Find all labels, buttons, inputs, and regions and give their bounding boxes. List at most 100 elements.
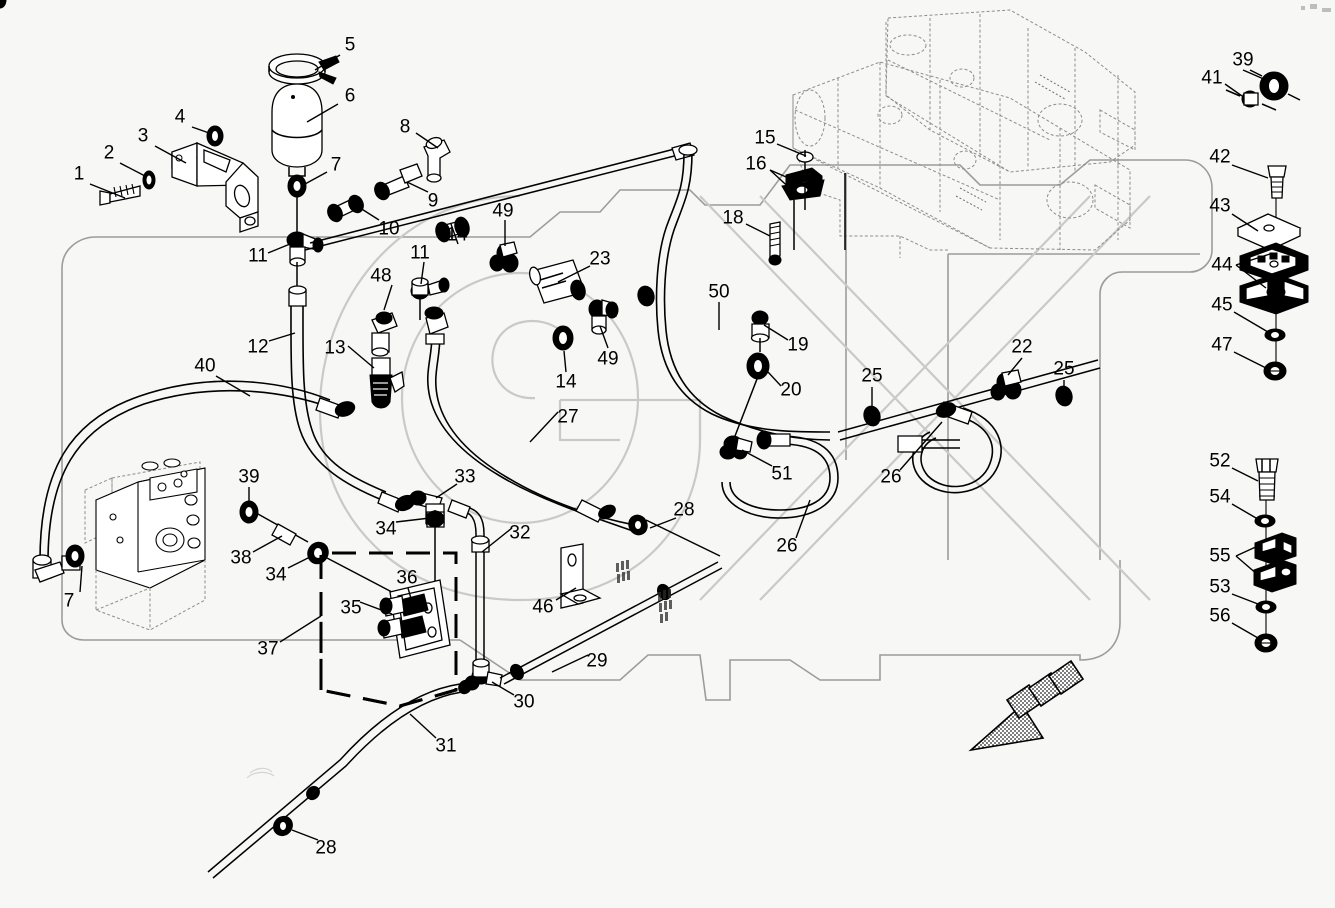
callout-15: 15 [754, 127, 776, 149]
nut-20 [746, 352, 770, 380]
callout-11a: 11 [248, 245, 268, 267]
callout-44: 44 [1211, 254, 1233, 276]
fitting-7a [287, 174, 307, 198]
callout-32: 32 [509, 522, 531, 544]
callout-23: 23 [589, 248, 611, 270]
fitting-7b [65, 544, 85, 568]
fitting-32-mid [470, 535, 490, 553]
callout-12: 12 [247, 336, 269, 358]
callout-16: 16 [745, 153, 767, 175]
callout-26b: 26 [776, 535, 798, 557]
hose-26b [897, 401, 1002, 494]
reservoir-tank-6 [271, 83, 323, 186]
bolt-18 [768, 221, 782, 266]
fitting-29 [510, 663, 524, 681]
fitting-28a [628, 514, 648, 536]
nut-39a [239, 500, 259, 524]
fitting-41 [1225, 89, 1277, 111]
fitting-27-mid [575, 499, 616, 523]
callout-43: 43 [1209, 195, 1231, 217]
bracket-3 [171, 142, 259, 233]
clamp-44-upper [1239, 242, 1309, 283]
connector-13 [369, 357, 405, 409]
washer-54 [1254, 514, 1276, 528]
ghost-text-marks [616, 560, 672, 623]
bracket-46 [559, 543, 602, 609]
cross-fitting-22 [990, 369, 1022, 401]
fitting-28b [273, 815, 293, 837]
bracket-hardware-group [99, 125, 259, 233]
fitting-19 [750, 310, 770, 343]
callout-41: 41 [1201, 67, 1223, 89]
callout-19: 19 [787, 334, 809, 356]
fitting-25b [1055, 385, 1073, 407]
callout-53: 53 [1209, 576, 1231, 598]
callout-20: 20 [780, 379, 802, 401]
valve-block-phantom [84, 458, 206, 631]
fitting-12-top [288, 285, 307, 307]
cross-fitting-49b [588, 299, 619, 335]
callout-18: 18 [722, 207, 744, 229]
lower-hardware-group [207, 490, 723, 879]
callout-38: 38 [230, 547, 252, 569]
cross-fitting-51 [719, 435, 753, 460]
clamp-55-upper [1254, 532, 1297, 565]
callout-37: 37 [257, 638, 279, 660]
valve-23 [528, 259, 586, 304]
cross-fitting-49a [489, 241, 519, 273]
callout-49b: 49 [597, 348, 619, 370]
callout-52: 52 [1209, 450, 1231, 472]
plate-43 [1236, 213, 1302, 251]
callout-51: 51 [771, 463, 793, 485]
fitting-14b [552, 325, 574, 351]
callout-54: 54 [1209, 486, 1231, 508]
elbow-50-top [0, 0, 695, 161]
nut-34b [307, 541, 329, 565]
elbow-8 [423, 136, 451, 183]
travel-direction-arrow [968, 659, 1085, 752]
parts-42-47 [1236, 165, 1309, 381]
callout-39a: 39 [238, 466, 260, 488]
fitting-32-top [447, 499, 471, 519]
bolt-42 [1267, 165, 1287, 199]
parts-39-41 [1225, 69, 1301, 111]
parts-52-56 [1253, 458, 1297, 653]
machine-outline [61, 159, 1213, 701]
hose-26a [721, 430, 839, 519]
fitting-48 [371, 311, 398, 357]
callout-34b: 34 [265, 564, 287, 586]
callout-6: 6 [344, 85, 356, 107]
callout-8: 8 [399, 116, 411, 138]
leader-lines [79, 54, 1271, 841]
hose-50 [655, 144, 831, 441]
callout-7a: 7 [330, 154, 342, 176]
hose-clamp-5 [268, 53, 340, 85]
callout-28a: 28 [673, 499, 695, 521]
callout-22: 22 [1011, 336, 1033, 358]
corner-marks [1301, 4, 1331, 12]
clamp-44-lower [1239, 273, 1309, 315]
pump-assembly-phantom [792, 9, 1136, 258]
callout-25a: 25 [861, 365, 883, 387]
callout-10: 10 [378, 218, 400, 240]
washer-2 [142, 170, 156, 190]
callout-1: 1 [73, 163, 85, 185]
callout-42: 42 [1209, 146, 1231, 168]
callout-48: 48 [370, 265, 392, 287]
line-19-20-51 [719, 310, 839, 519]
bolt-1 [99, 183, 141, 206]
fitting-upper-right [637, 285, 655, 307]
callout-55: 55 [1209, 545, 1231, 567]
nut-47 [1263, 361, 1287, 381]
callout-2: 2 [103, 142, 115, 164]
callout-4: 4 [174, 106, 186, 128]
callout-33: 33 [454, 466, 476, 488]
callout-30: 30 [513, 691, 535, 713]
callout-9: 9 [427, 190, 439, 212]
callout-14b: 14 [555, 371, 577, 393]
watermark-logo [318, 194, 1151, 602]
callout-5: 5 [344, 34, 356, 56]
callout-25b: 25 [1053, 358, 1075, 380]
